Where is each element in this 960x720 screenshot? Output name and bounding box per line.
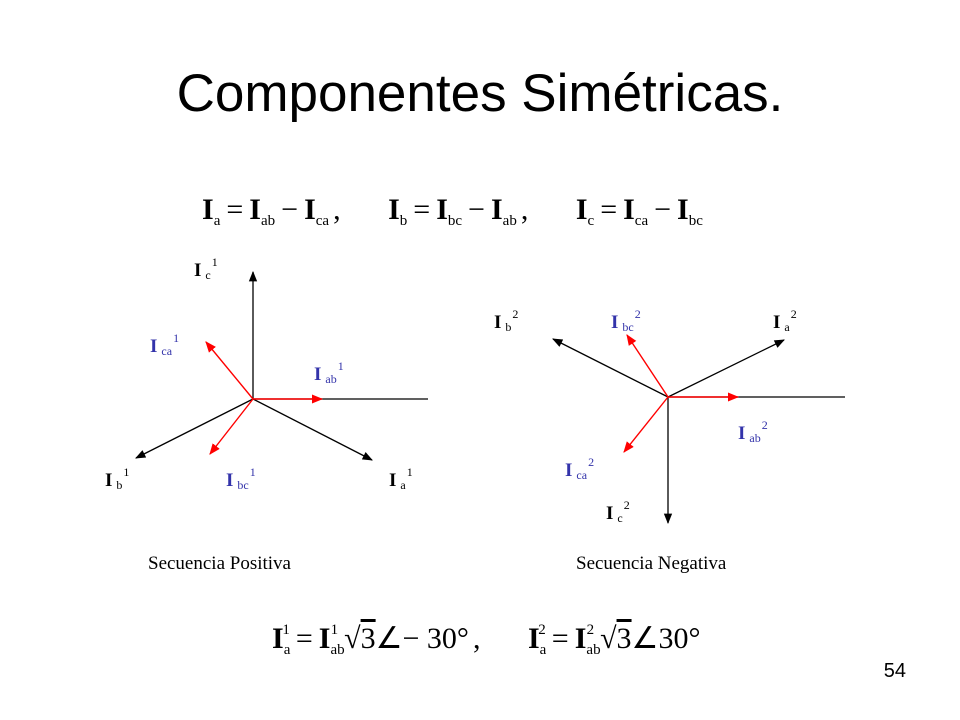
phasor-ib1 — [135, 398, 254, 459]
phasor-ica2 — [623, 396, 669, 453]
sequence-relation-equations: Ia1=Iab1√3∠− 30°, Ia2=Iab2√3∠30° — [272, 612, 700, 668]
phasor-ibc1 — [209, 398, 254, 455]
equation-ic: Ic=Ica−Ibc — [575, 193, 703, 229]
equation-ia: Ia=Iab−Ica, — [202, 193, 341, 229]
sqrt-sign: √ — [600, 622, 617, 655]
slide-number: 54 — [883, 660, 906, 682]
phasor-ia2 — [667, 339, 785, 398]
equation-ib: Ib=Ibc−Iab, — [388, 193, 529, 229]
equation-ia1: Ia1=Iab1√3∠− 30°, — [272, 622, 481, 658]
sqrt-sign: √ — [344, 622, 361, 655]
equation-ia2: Ia2=Iab2√3∠30° — [527, 622, 701, 658]
phasor-ia1 — [252, 398, 373, 461]
phasor-ibc2 — [626, 334, 669, 398]
phase-equations: Ia=Iab−Ica, Ib=Ibc−Iab, Ic=Ica−Ibc — [202, 192, 703, 239]
phasor-ib2 — [552, 338, 669, 398]
angle-sign: ∠ — [375, 622, 403, 655]
angle-sign: ∠ — [631, 622, 659, 655]
caption-negative: Secuencia Negativa — [576, 553, 727, 574]
slide-title: Componentes Simétricas. — [176, 64, 784, 123]
phasor-ica1 — [205, 341, 254, 400]
caption-positive: Secuencia Positiva — [148, 553, 292, 574]
